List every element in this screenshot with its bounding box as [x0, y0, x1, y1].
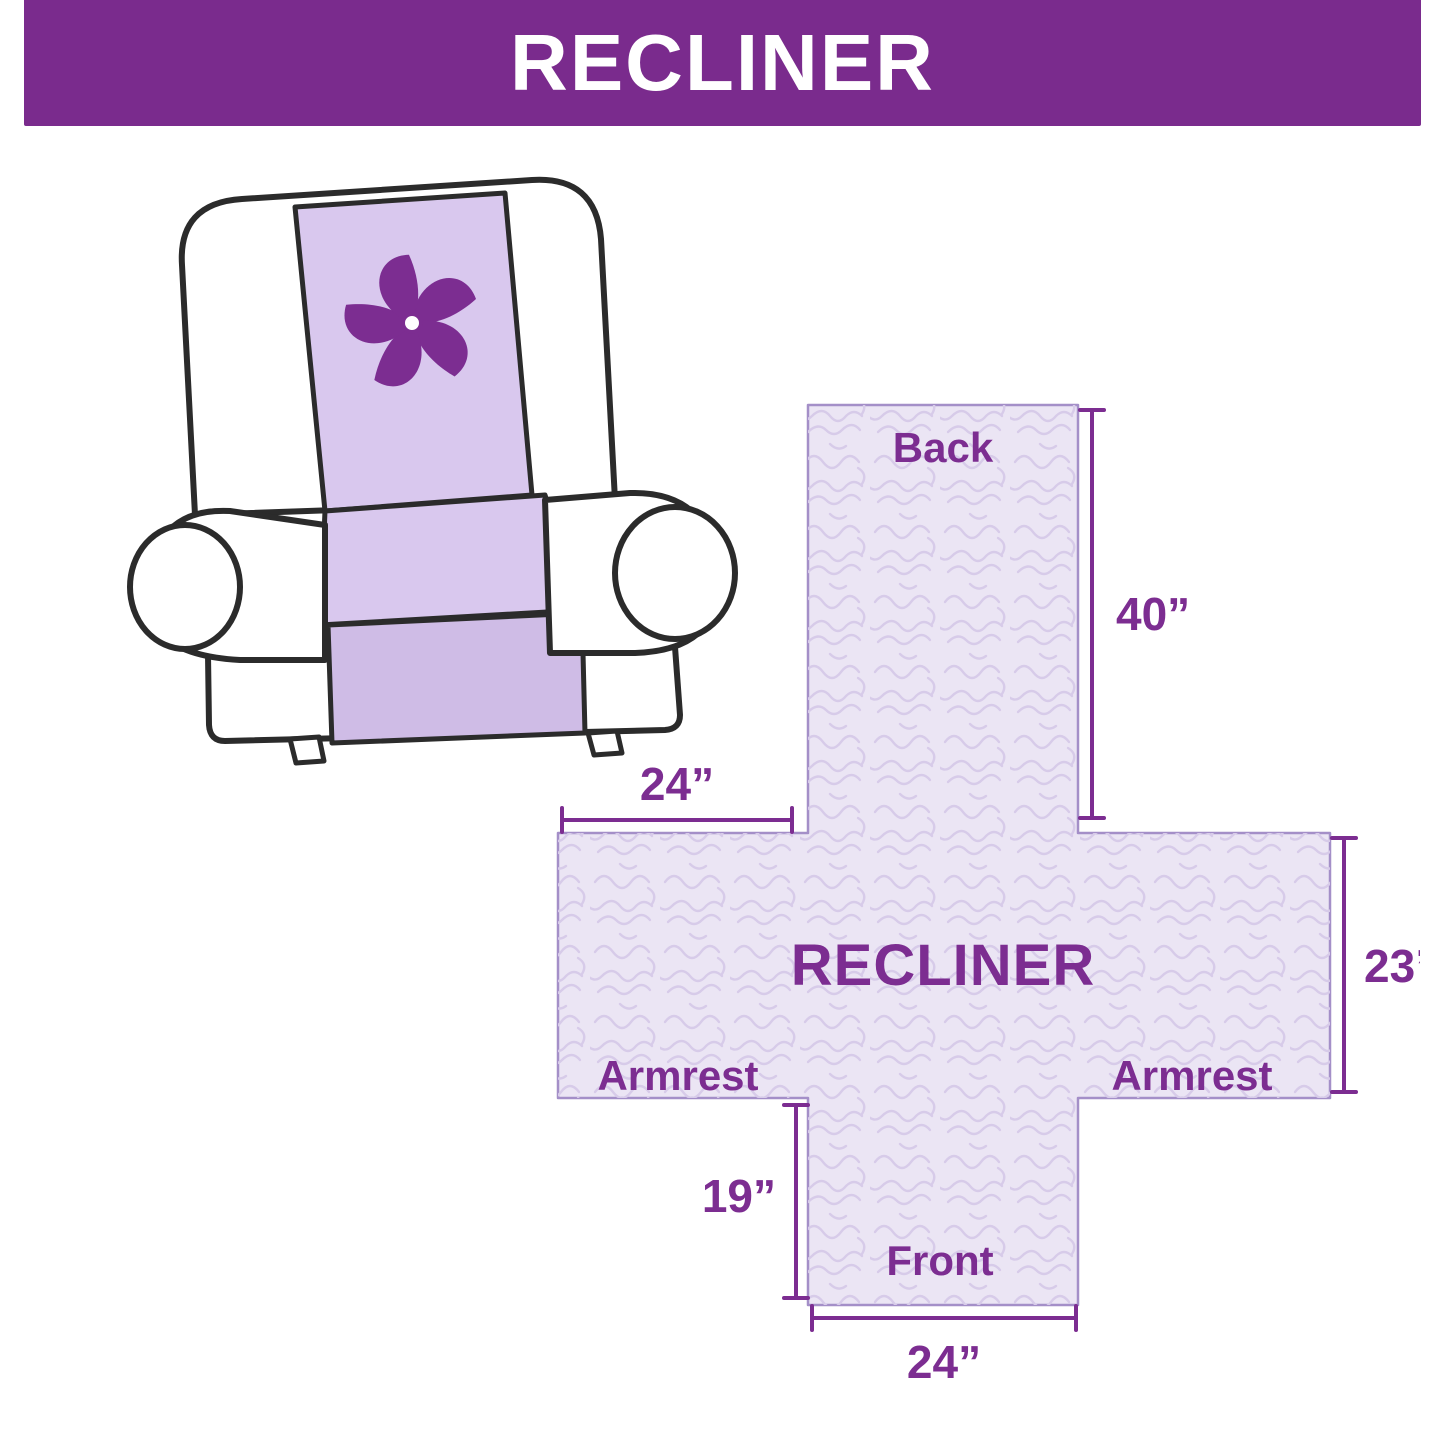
dimension-line-front-height [782, 1103, 810, 1300]
label-armrest-left: Armrest [597, 1052, 758, 1099]
dim-label-bottom-width: 24” [907, 1336, 981, 1388]
chair-arm-right-cap [612, 504, 738, 642]
header-banner: RECLINER [24, 0, 1421, 126]
dimension-line-back-height [1078, 408, 1106, 820]
pinwheel-icon [344, 254, 476, 387]
dimension-line-bottom-width [810, 1304, 1078, 1332]
dimension-line-side-height [1330, 836, 1358, 1094]
label-front: Front [886, 1237, 993, 1284]
cover-front-drape [325, 610, 588, 746]
chair-foot-right [585, 728, 625, 758]
label-back: Back [893, 424, 994, 471]
cover-cross-quilting [558, 405, 1330, 1305]
chair-arm-left-cap [127, 522, 243, 652]
label-center-recliner: RECLINER [791, 933, 1095, 998]
dim-label-back-height: 40” [1116, 588, 1190, 640]
dim-label-side-height: 23” [1364, 940, 1420, 992]
chair-illustration [127, 176, 738, 766]
label-armrest-right: Armrest [1111, 1052, 1272, 1099]
dimension-line-top-width [560, 806, 794, 834]
dim-label-top-width: 24” [640, 758, 714, 810]
page-title: RECLINER [510, 18, 935, 107]
cover-layout-diagram: Back RECLINER Armrest Armrest Front [556, 403, 1420, 1388]
chair-foot-left [287, 734, 327, 766]
dim-label-front-height: 19” [702, 1170, 776, 1222]
